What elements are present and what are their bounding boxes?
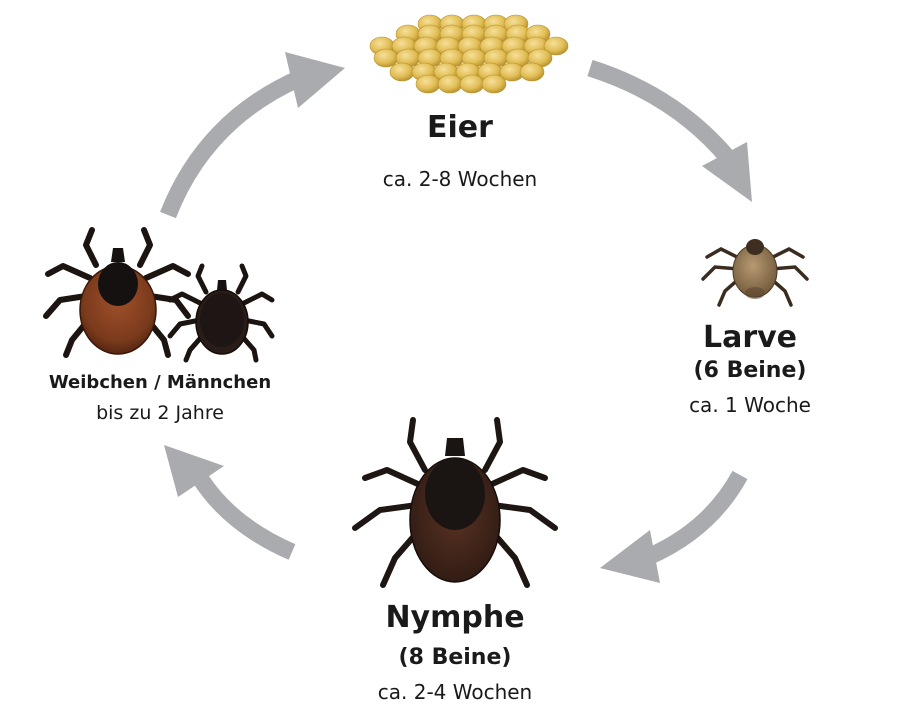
egg [459, 74, 485, 94]
arrow-adult-to-eggs [160, 52, 345, 219]
egg [437, 74, 463, 94]
egg [415, 74, 441, 94]
adult-duration: bis zu 2 Jahre [96, 402, 224, 424]
adult-title: Weibchen / Männchen [48, 372, 272, 393]
larva-duration: ca. 1 Woche [689, 393, 811, 417]
nymph-duration: ca. 2-4 Wochen [377, 680, 533, 704]
nymph-legs: (8 Beine) [398, 645, 512, 670]
nymph-image [352, 417, 558, 588]
egg [373, 48, 399, 68]
egg [519, 62, 545, 82]
egg [389, 62, 415, 82]
adult-male-tick-image [167, 263, 275, 363]
egg [481, 74, 507, 94]
arrow-larva-to-nymph [600, 470, 748, 583]
eggs-title: Eier [427, 110, 493, 145]
egg [543, 36, 569, 56]
larva-legs: (6 Beine) [693, 358, 807, 383]
eggs-duration: ca. 2-8 Wochen [382, 167, 538, 191]
eggs-cluster-image [369, 14, 569, 94]
arrow-eggs-to-larva [587, 59, 752, 202]
larva-image [701, 239, 809, 307]
larva-title: Larve [702, 320, 798, 355]
adult-female-tick-image [43, 227, 191, 358]
nymph-title: Nymphe [385, 600, 525, 635]
arrow-nymph-to-adult [164, 445, 296, 560]
